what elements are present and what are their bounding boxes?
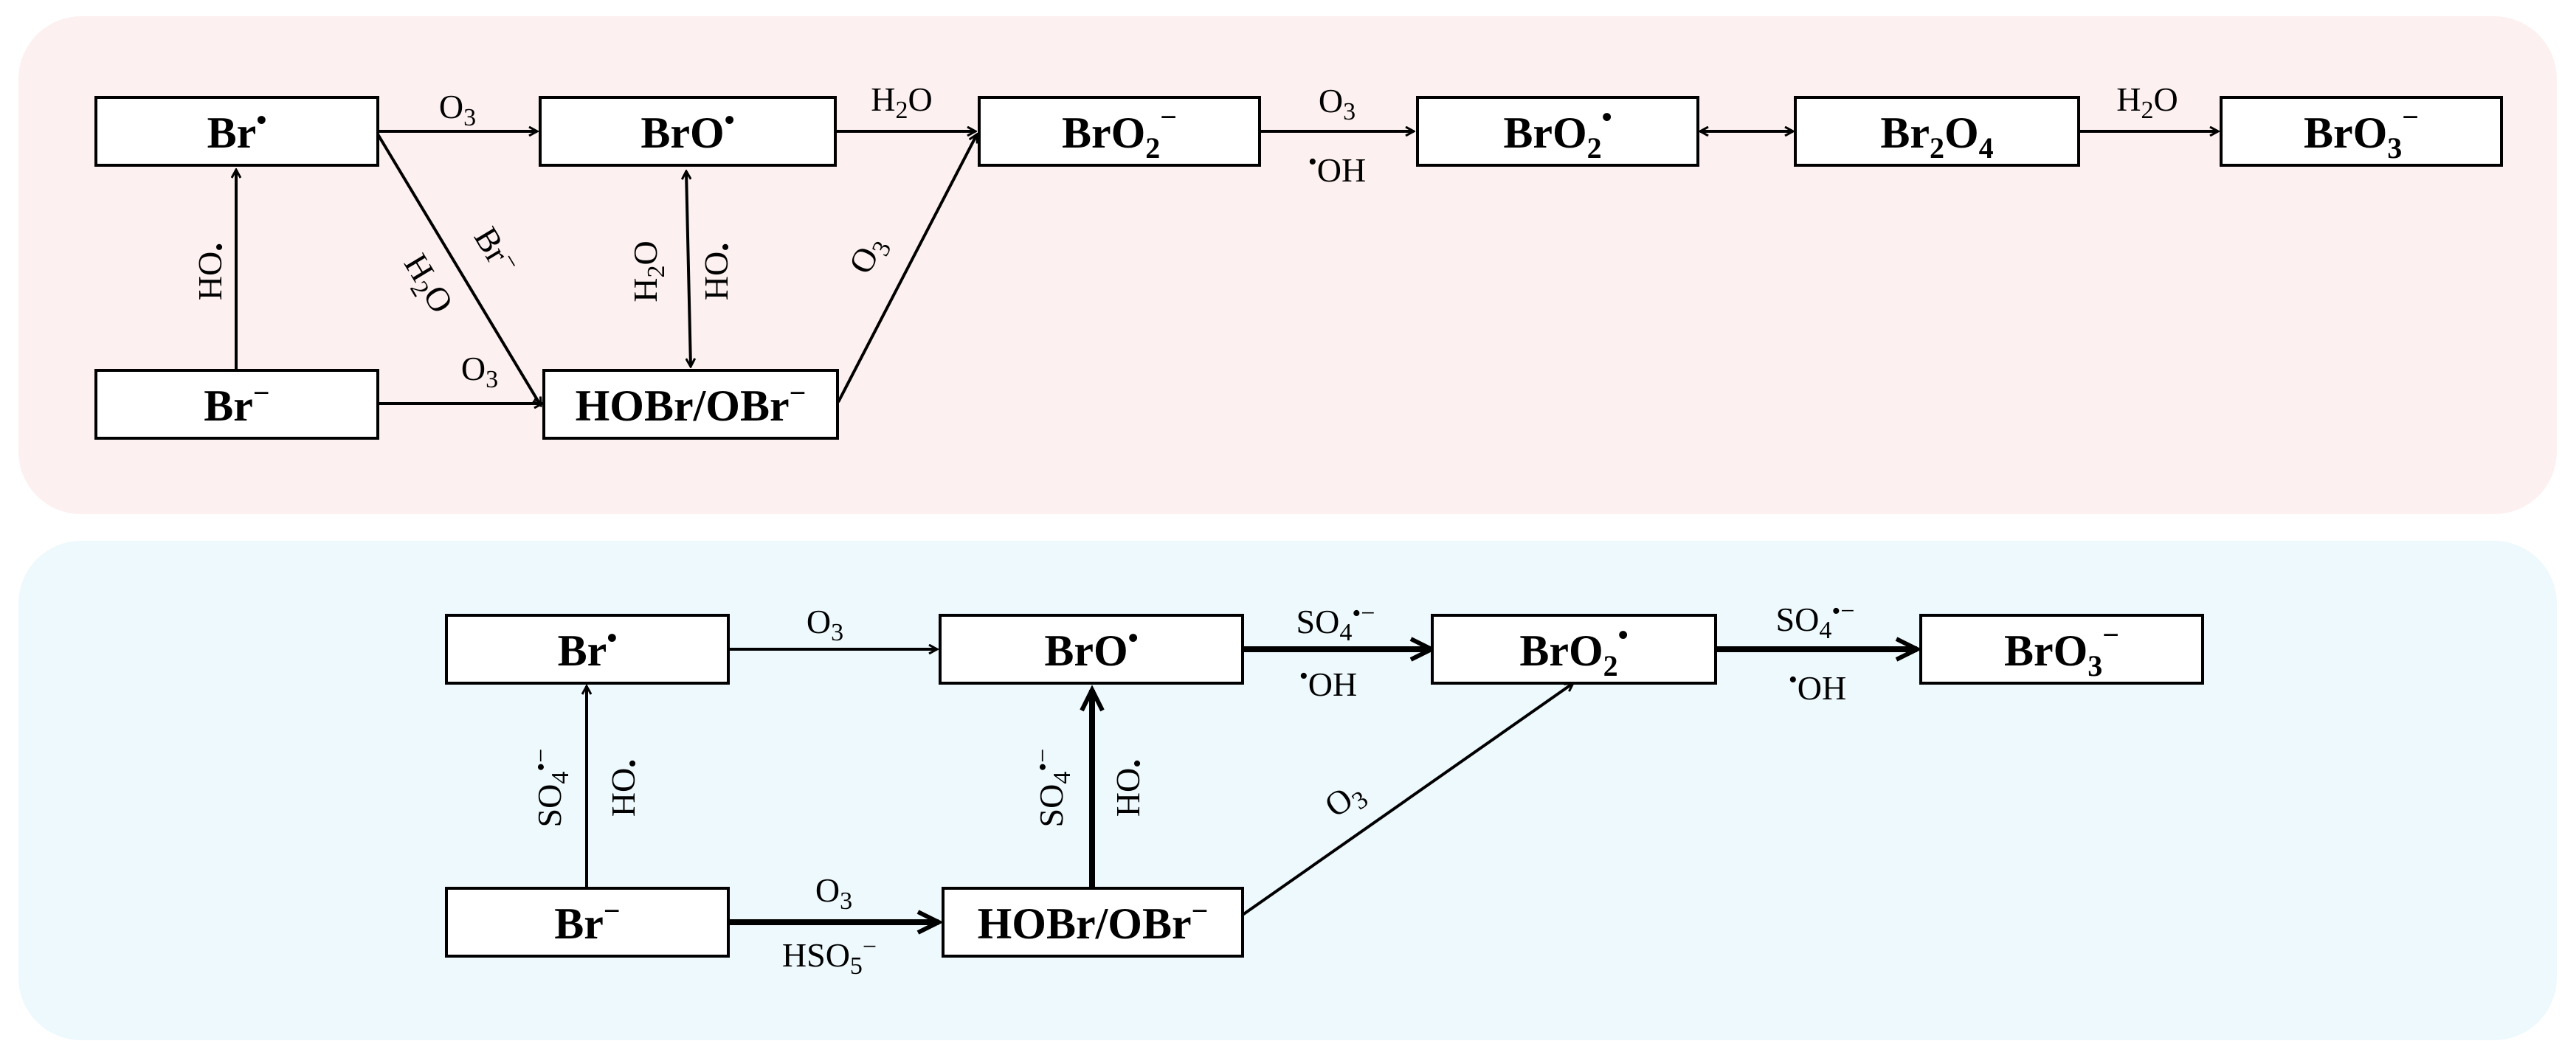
arrow-bro-hobr: [686, 171, 691, 367]
label-hso5: HSO5−: [782, 933, 877, 980]
label-oh: •OH: [1308, 148, 1366, 189]
label-o3: O3: [439, 88, 476, 131]
box-br-radical: Br•: [445, 614, 730, 685]
box-br-anion: Br−: [94, 369, 379, 440]
box-hobr-obr: HOBr/OBr−: [542, 369, 839, 440]
label-oh-vertical: •OH: [698, 243, 739, 300]
svg-text:Br•: Br•: [207, 103, 267, 157]
label-oh-vertical: •OH: [192, 243, 232, 300]
box-bro2-radical: BrO2•: [1431, 614, 1717, 685]
label-oh: •OH: [1789, 666, 1846, 707]
label-h2o: H2O: [2116, 80, 2178, 124]
box-br-radical: Br•: [94, 96, 379, 167]
box-br2o4: Br2O4: [1794, 96, 2080, 167]
svg-text:BrO2−: BrO2−: [1062, 100, 1177, 165]
svg-text:Br−: Br−: [204, 376, 269, 430]
svg-text:BrO•: BrO•: [1044, 621, 1138, 675]
box-bro-radical: BrO•: [939, 614, 1244, 685]
svg-text:Br2O4: Br2O4: [1880, 108, 1993, 165]
label-oh: •OH: [1299, 663, 1357, 703]
top-pathway: Br• BrO• BrO2− BrO2• Br2O4 BrO3− Br− HO: [94, 80, 2503, 440]
svg-text:BrO•: BrO•: [640, 103, 734, 157]
box-bro2-radical: BrO2•: [1416, 96, 1699, 167]
svg-text:Br−: Br−: [554, 894, 620, 948]
box-hobr-obr: HOBr/OBr−: [942, 887, 1244, 958]
svg-text:BrO2•: BrO2•: [1503, 100, 1612, 165]
box-bro2-anion: BrO2−: [978, 96, 1261, 167]
svg-text:BrO3−: BrO3−: [2004, 618, 2119, 682]
svg-text:BrO2•: BrO2•: [1519, 618, 1628, 682]
box-br-anion: Br−: [445, 887, 730, 958]
arrow-hobr-to-bro2-diagonal: [1241, 683, 1573, 916]
svg-text:BrO3−: BrO3−: [2304, 100, 2419, 165]
arrow-hobr-to-bro2-anion: [837, 134, 978, 403]
svg-text:Br•: Br•: [558, 621, 618, 675]
label-h2o: H2O: [871, 80, 932, 124]
svg-text:HOBr/OBr−: HOBr/OBr−: [576, 376, 807, 430]
label-oh-vertical: •OH: [1110, 759, 1150, 817]
box-bro3-anion: BrO3−: [1919, 614, 2204, 685]
box-bro-radical: BrO•: [539, 96, 837, 167]
box-bro3-anion: BrO3−: [2220, 96, 2503, 167]
label-oh-vertical: •OH: [605, 759, 646, 817]
svg-text:HOBr/OBr−: HOBr/OBr−: [978, 894, 1209, 948]
arrow-br-rad-to-hobr: [376, 133, 542, 406]
label-o3: O3: [815, 871, 852, 915]
